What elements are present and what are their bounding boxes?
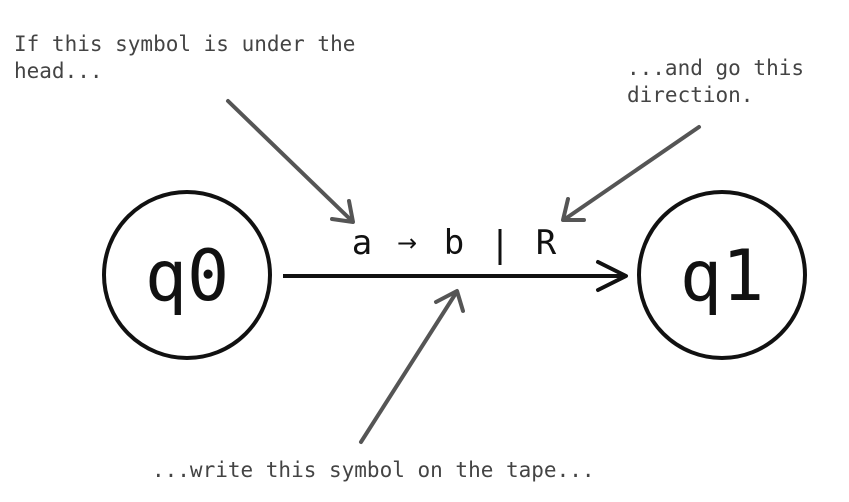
annotation-write-symbol: ...write this symbol on the tape... [152,458,595,482]
pointer-move-head [561,197,586,222]
state-q0-label: q0 [145,235,229,317]
transition-arrow-glyph: → [397,229,417,257]
state-q1-label: q1 [680,235,764,317]
state-q0-circle [102,190,272,360]
state-q1-circle [637,190,807,360]
annotation-move-direction: ...and go this direction. [627,56,805,107]
transition-move-direction: R [536,223,557,263]
pointer-move-line [563,125,701,221]
pointer-write-head [434,289,465,313]
pointer-move-direction [561,125,701,222]
pointer-read-line [226,99,354,223]
state-q1: q1 [637,190,807,360]
pointer-read-head [330,199,355,224]
transition-read-symbol: a [352,223,372,263]
transition-arrowhead [596,260,628,292]
transition-label: a → b R [352,223,557,265]
annotation-read-symbol: If this symbol is under the head... [14,32,356,83]
pointer-read-symbol [226,99,355,224]
pointer-write-symbol [359,289,465,444]
transition-arrow [283,260,628,292]
state-q0: q0 [102,190,272,360]
transition-write-symbol: b [444,223,464,263]
pointer-write-line [359,291,458,444]
